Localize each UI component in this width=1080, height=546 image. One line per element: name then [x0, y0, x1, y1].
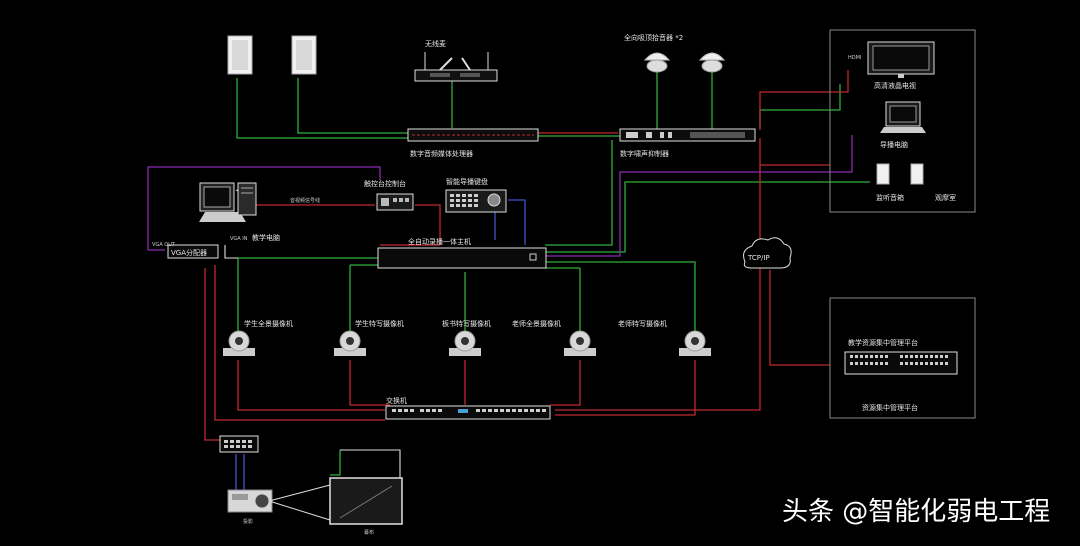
director-pc-label: 导播电脑 — [880, 140, 908, 149]
cam3-label: 板书特写摄像机 — [442, 319, 491, 328]
monitor-speaker-label: 监听音箱 — [876, 193, 904, 202]
tv-port-label: HDMI — [848, 55, 861, 61]
red-cam1-link — [237, 360, 385, 411]
purple-pc-loop — [147, 166, 381, 250]
resource-platform — [844, 351, 958, 375]
purple-pc-monitor — [545, 135, 853, 257]
platform-frame — [829, 297, 976, 419]
mic-label: 无线麦 — [425, 39, 446, 48]
camera-1 — [223, 330, 255, 356]
red-touch-host — [380, 204, 441, 246]
cam5-label: 老师特写摄像机 — [618, 319, 667, 328]
cam-line-5 — [545, 261, 696, 335]
projection-screen — [329, 477, 403, 525]
pc-cable-label: 音视频信号线 — [290, 197, 320, 204]
screen-cable — [330, 450, 341, 476]
white-splitter-link — [224, 245, 238, 259]
teacher-pc-label: 教学电脑 — [252, 233, 280, 242]
green-audio-lines — [236, 72, 870, 476]
red-cam5-link — [555, 360, 696, 416]
red-tv-link — [759, 70, 849, 130]
red-cam2-link — [349, 360, 390, 406]
feedback-suppressor-label: 数字啸声抑制器 — [620, 149, 669, 158]
projector-mark: 投影 — [243, 518, 253, 525]
speaker-right — [291, 35, 317, 75]
red-splitter-link — [204, 268, 222, 441]
monitor-speaker-cable — [545, 181, 870, 253]
control-keyboard — [445, 189, 507, 213]
switch-label: 交换机 — [386, 396, 407, 405]
observation-room-label: 观摩室 — [935, 193, 956, 202]
tcpip-cloud — [743, 237, 792, 269]
watermark: 头条 @智能化弱电工程 — [782, 497, 1050, 527]
red-network-lines — [204, 70, 849, 441]
vga-splitter — [167, 244, 219, 259]
monitor-speakers — [876, 163, 924, 185]
vga-in-label: VGA IN — [230, 236, 248, 242]
tcpip-label: TCP/IP — [747, 254, 770, 262]
network-switch — [385, 405, 551, 420]
control-keyboard-label: 智能导播键盘 — [446, 177, 488, 186]
hd-tv — [867, 41, 935, 78]
projector — [227, 484, 331, 521]
blue-lines — [235, 199, 526, 490]
feedback-suppressor — [619, 128, 756, 142]
screen-mark: 幕布 — [364, 529, 374, 536]
red-platform-link — [769, 270, 830, 366]
audio-processor-label: 数字音频媒体处理器 — [410, 149, 473, 158]
blue-keyboard-host2 — [508, 199, 526, 245]
touch-panel-label: 触控台控制台 — [364, 179, 406, 188]
ceiling-mic-2 — [698, 52, 726, 73]
platform-title: 教学资源集中管理平台 — [848, 338, 918, 347]
camera-4 — [564, 330, 596, 356]
red-cam4-link — [550, 360, 581, 406]
cam1-label: 学生全景摄像机 — [244, 319, 293, 328]
speaker-left — [227, 35, 253, 75]
vga-out-label: VGA OUT — [152, 242, 176, 248]
grey-lines — [829, 29, 976, 419]
touch-panel — [376, 193, 414, 211]
white-screen-bracket — [340, 449, 401, 478]
tv-cable — [759, 84, 841, 128]
observation-room-frame — [829, 29, 976, 213]
platform-caption: 资源集中管理平台 — [862, 403, 918, 412]
red-trunk-right — [555, 138, 761, 411]
speaker-right-cable — [297, 78, 410, 134]
vga-splitter-label: VGA分配器 — [171, 248, 207, 257]
camera-2 — [334, 330, 366, 356]
cam4-label: 老师全景摄像机 — [512, 319, 561, 328]
ceiling-mic-label: 全向吸顶拾音器 *2 — [624, 33, 683, 42]
speaker-left-cable — [236, 78, 410, 139]
ceiling-mic-1 — [643, 52, 671, 73]
recording-host-label: 全自动录播一体主机 — [408, 237, 471, 246]
teacher-pc — [199, 182, 257, 222]
recording-host — [377, 247, 547, 269]
camera-3 — [449, 330, 481, 356]
audio-processor — [407, 128, 539, 142]
cam2-label: 学生特写摄像机 — [355, 319, 404, 328]
red-trunk-left — [214, 265, 385, 421]
director-pc — [880, 101, 926, 133]
purple-lines — [147, 135, 853, 257]
processor-to-host — [545, 140, 613, 246]
hd-tv-label: 高清液晶电视 — [874, 81, 916, 90]
camera-5 — [679, 330, 711, 356]
wireless-mic — [414, 52, 498, 82]
video-hub — [219, 435, 259, 453]
